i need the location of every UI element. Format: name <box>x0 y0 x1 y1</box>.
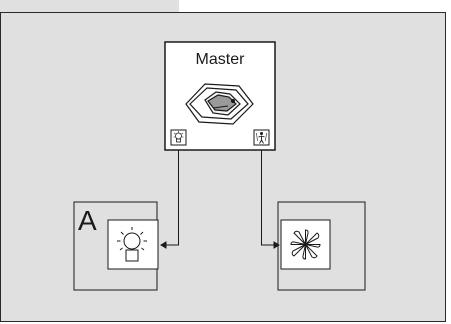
connection-to-a <box>160 150 179 249</box>
connection-to-b <box>261 150 280 249</box>
slave-unit-b <box>277 201 366 291</box>
port-person-presence-icon <box>253 129 270 146</box>
master-unit: Master <box>164 41 276 151</box>
arrowhead-a <box>160 241 167 249</box>
arrowhead-b <box>273 241 280 249</box>
port-light-bulb-icon <box>170 129 187 146</box>
motion-sensor-icon <box>185 83 254 125</box>
slave-unit-a: A <box>73 201 159 291</box>
slave-a-label: A <box>78 205 97 236</box>
light-bulb-icon <box>117 227 147 262</box>
fan-icon <box>290 229 321 260</box>
slave-b-box <box>277 201 366 291</box>
tab-header-strip <box>0 0 179 12</box>
master-label: Master <box>196 51 246 68</box>
